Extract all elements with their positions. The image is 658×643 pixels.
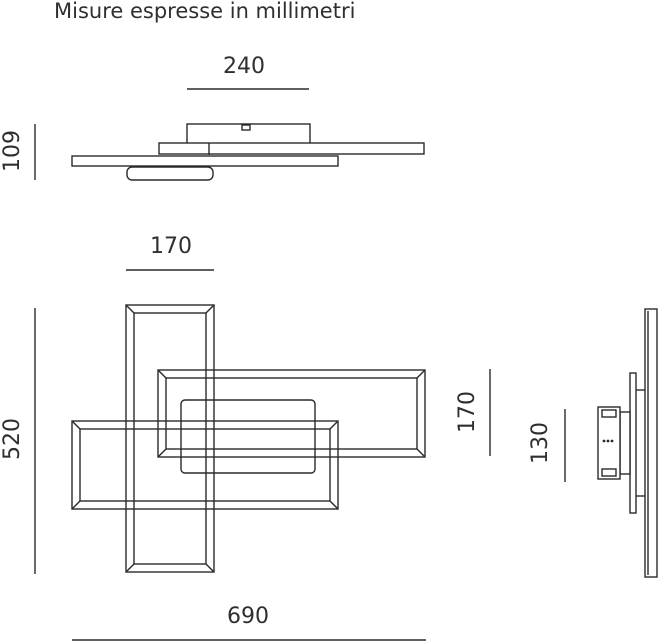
side-canopy-cap-bottom bbox=[601, 468, 617, 477]
canopy-plate bbox=[180, 399, 316, 474]
front-view bbox=[34, 269, 491, 641]
side-screw-dots bbox=[602, 439, 614, 443]
side-view bbox=[564, 308, 658, 578]
diagram-title: Misure espresse in millimetri bbox=[54, 0, 356, 23]
dim-label-top-width: 240 bbox=[223, 54, 265, 79]
upper-horizontal-frame bbox=[157, 369, 426, 458]
side-canopy-cap bbox=[601, 409, 617, 418]
side-bracket bbox=[619, 411, 631, 475]
vertical-frame bbox=[125, 304, 215, 573]
lower-canopy bbox=[126, 166, 214, 181]
side-frame-outer bbox=[644, 308, 658, 578]
dim-label-front-small-width: 170 bbox=[150, 234, 192, 259]
side-canopy bbox=[597, 406, 621, 480]
lower-horizontal-frame bbox=[71, 420, 339, 510]
dim-label-front-width: 690 bbox=[227, 604, 269, 629]
top-view bbox=[34, 88, 425, 181]
side-frame-middle bbox=[629, 372, 637, 514]
lower-frame-bar bbox=[71, 155, 339, 167]
mount-base bbox=[186, 123, 311, 146]
upper-frame-bar bbox=[158, 142, 425, 155]
mount-screw bbox=[241, 124, 251, 131]
